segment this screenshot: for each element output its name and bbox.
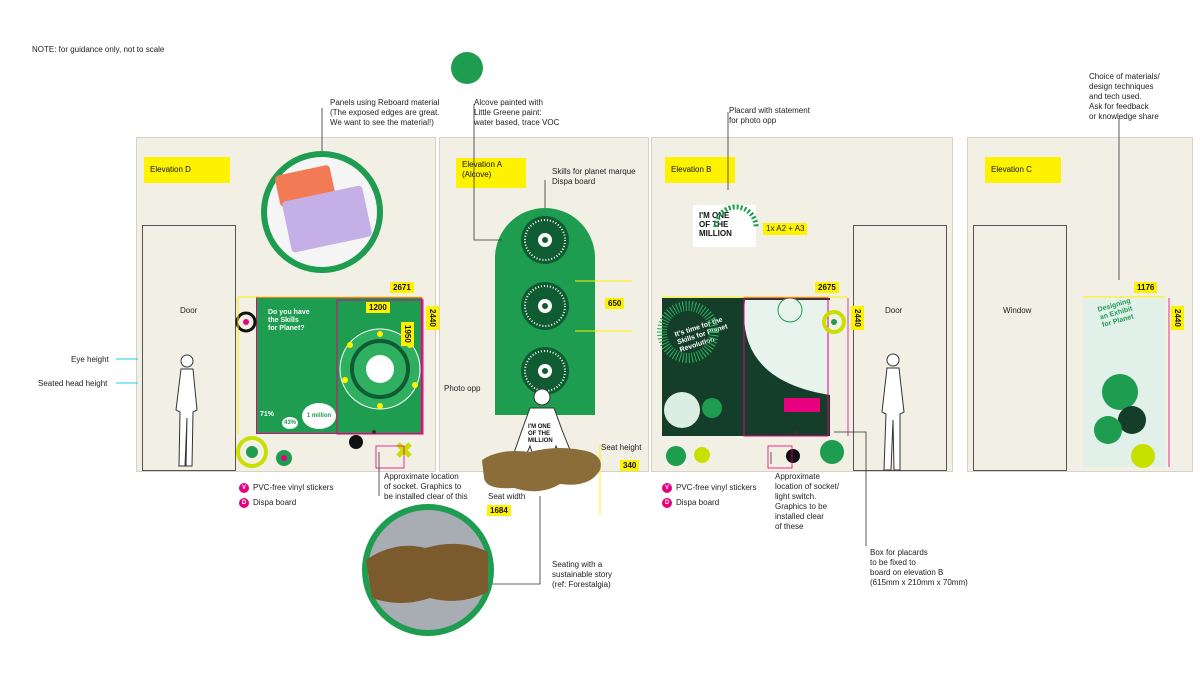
marque-discs [521, 216, 569, 395]
callout-photo-opp: Photo opp [444, 384, 481, 393]
legend-d-badge: D [239, 498, 249, 508]
dim-c-width: 1176 [1134, 282, 1158, 293]
dim-a-gap: 650 [605, 298, 625, 309]
elevation-d-tag: Elevation D [144, 157, 230, 183]
legend-b-vinyl: V PVC-free vinyl stickers [662, 473, 756, 493]
dim-d-height: 2440 [426, 306, 439, 330]
dim-seat-height: 340 [620, 460, 640, 471]
d-stickers [235, 311, 412, 468]
callout-seated-head: Seated head height [38, 379, 108, 388]
callout-alcove: Alcove painted with Little Greene paint:… [474, 98, 560, 127]
d-stat-43: 43% [282, 417, 298, 429]
callout-box: Box for placards to be fixed to board on… [870, 548, 968, 587]
legend-b-vinyl-text: PVC-free vinyl stickers [676, 483, 757, 493]
d-stat-71: 71% [260, 411, 275, 418]
callout-seat-height: Seat height [601, 443, 642, 452]
legend-b-d-badge: D [662, 498, 672, 508]
dim-b-width: 2675 [815, 282, 839, 293]
alcove-paint-swatch [451, 52, 483, 84]
callout-socket-d: Approximate location of socket. Graphics… [384, 472, 468, 501]
human-figure-d [175, 354, 198, 467]
legend-v-badge: V [239, 483, 249, 493]
elevation-b-tag: Elevation B [665, 157, 735, 183]
d-stat-million: 1 million [302, 403, 336, 429]
guidance-note: NOTE: for guidance only, not to scale [32, 45, 165, 54]
callout-seat-width: Seat width [488, 492, 526, 501]
dim-d-width: 2671 [390, 282, 414, 293]
b-stickers [666, 310, 846, 466]
legend-b-dispa-text: Dispa board [676, 498, 720, 508]
human-figure-b [881, 353, 905, 471]
d-board-title: Do you have the Skills for Planet? [268, 309, 310, 332]
legend-d-vinyl-text: PVC-free vinyl stickers [253, 483, 334, 493]
elevation-c-tag: Elevation C [985, 157, 1061, 183]
callout-socket-b: Approximate location of socket/ light sw… [775, 472, 840, 531]
legend-b-v-badge: V [662, 483, 672, 493]
sustainable-seating [482, 448, 601, 492]
door-b-label: Door [885, 306, 903, 315]
callout-placard: Placard with statement for photo opp [729, 106, 810, 125]
callout-placard-size: 1x A2 + A3 [763, 223, 808, 235]
legend-d-dispa: D Dispa board [239, 488, 296, 508]
legend-b-dispa: D Dispa board [662, 488, 719, 508]
window-outline [973, 225, 1067, 471]
callout-panels: Panels using Reboard material (The expos… [330, 98, 440, 127]
dim-seat-width: 1684 [487, 505, 511, 516]
dim-b-height: 2440 [851, 306, 864, 330]
legend-d-vinyl: V PVC-free vinyl stickers [239, 473, 333, 493]
callout-eye-height: Eye height [71, 355, 109, 364]
placard-board: I'M ONE OF THE MILLION [693, 205, 756, 247]
callout-seating: Seating with a sustainable story (ref: F… [552, 560, 613, 589]
elevation-a-tag: Elevation A (Alcove) [456, 158, 526, 188]
dim-d-inner-width: 1200 [366, 302, 390, 313]
door-d-outline [142, 225, 236, 471]
door-d-label: Door [180, 306, 198, 315]
dim-d-inner-height: 1950 [401, 322, 414, 346]
seat-sign: I'M ONE OF THE MILLION [528, 424, 553, 444]
callout-marque: Skills for planet marque Dispa board [552, 167, 636, 186]
dim-c-height: 2440 [1171, 306, 1184, 330]
callout-materials: Choice of materials/ design techniques a… [1089, 72, 1160, 121]
window-label: Window [1003, 306, 1032, 315]
legend-d-dispa-text: Dispa board [253, 498, 297, 508]
